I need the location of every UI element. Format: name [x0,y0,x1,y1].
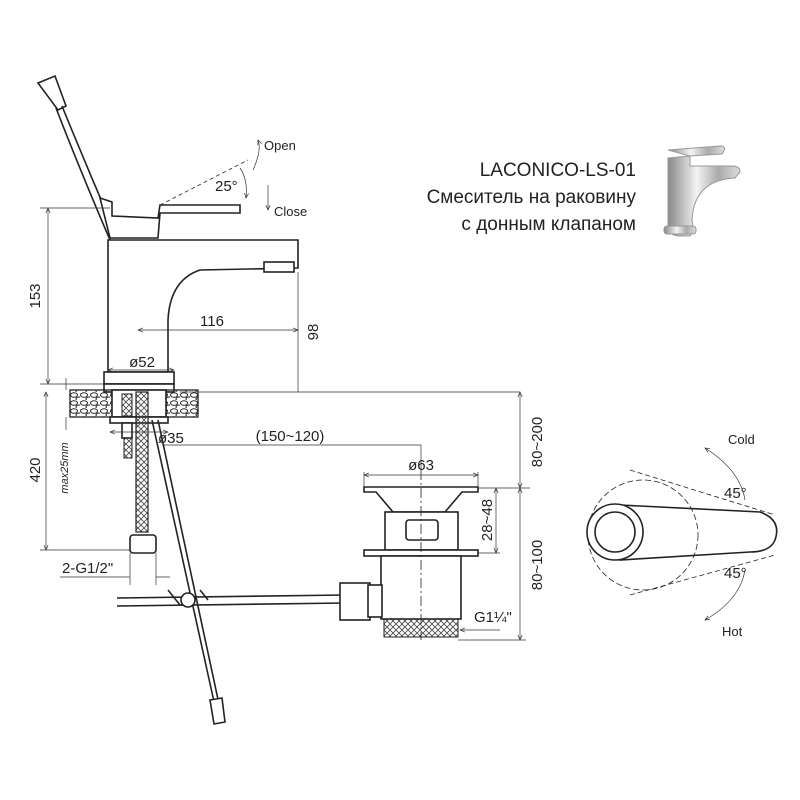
dimensions: 153 116 98 ø52 ø35 420 max25mm 2-G1/2" (… [27,208,546,640]
shank-diameter-dim: ø35 [158,430,184,447]
drain-thread-dim: G1¼" [474,609,512,626]
open-label: Open [264,138,296,153]
connection-dim: 2-G1/2" [62,560,113,577]
drain-body-dim: 80~100 [529,540,546,590]
product-title: LACONICO-LS-01 Смеситель на раковину с д… [427,160,637,235]
faucet-side-view [36,74,346,725]
cold-label: Cold [728,432,755,447]
height-dim: 153 [27,283,44,308]
description-line-2: с донным клапаном [461,214,636,235]
hot-label: Hot [722,624,743,639]
lever-angle: Open Close 25° [159,138,307,219]
spout-height-dim: 98 [305,324,322,341]
close-label: Close [274,204,307,219]
description-line-1: Смеситель на раковину [427,187,637,208]
rod-distance-dim: (150~120) [256,428,325,445]
model-name: LACONICO-LS-01 [480,160,636,181]
drain-diameter-dim: ø63 [408,457,434,474]
max-thickness-dim: max25mm [59,442,71,493]
drain-thickness-dim: 28~48 [479,499,496,541]
hot-angle: 45° [724,565,747,582]
lever-angle-value: 25° [215,178,238,195]
faucet-top-view: Cold Hot 45° 45° [586,432,778,639]
hose-length-dim: 420 [27,457,44,482]
base-diameter-dim: ø52 [129,354,155,371]
cold-angle: 45° [724,485,747,502]
reach-dim: 116 [200,313,224,330]
product-photo [663,145,741,237]
drain-range-dim: 80~200 [529,417,546,467]
drain-valve [339,470,479,640]
